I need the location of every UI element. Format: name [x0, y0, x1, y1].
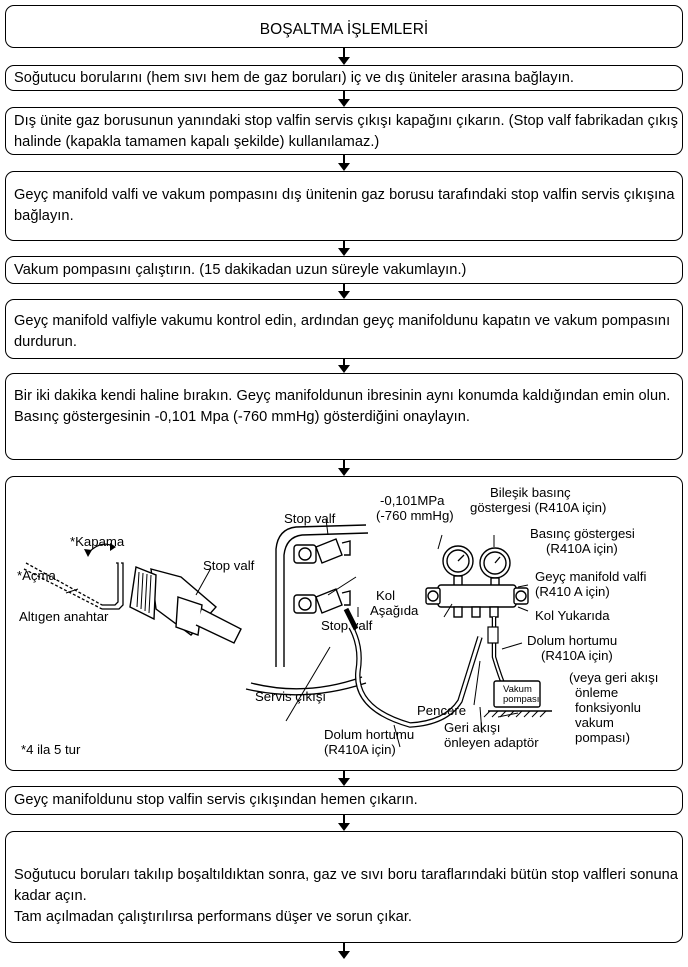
- step-text: Vakum pompasını çalıştırın. (15 dakikada…: [14, 262, 467, 278]
- step-7: Geyç manifoldunu stop valfin servis çıkı…: [5, 786, 683, 815]
- valve-diagram: [23, 518, 552, 748]
- pressure-value-line2: (-760 mmHg): [376, 508, 454, 523]
- vakum-line2: pompası: [503, 694, 540, 705]
- hex-key-icon: [23, 562, 124, 610]
- step-2: Dış ünite gaz borusunun yanındaki stop v…: [5, 107, 683, 155]
- geri-line1: Geri akışı: [444, 720, 501, 735]
- flow-arrow: [338, 48, 350, 65]
- flow-arrow: [338, 815, 350, 831]
- outdoor-unit-icon: [245, 524, 369, 696]
- label-basinc: Basınç göstergesi (R410A için): [530, 526, 635, 556]
- veya-line5: pompası): [575, 730, 630, 745]
- flow-arrow: [338, 155, 350, 171]
- dolum-bottom-line1: Dolum hortumu: [324, 727, 415, 742]
- label-veya: (veya geri akışı önleme fonksiyonlu vaku…: [569, 670, 658, 745]
- label-kol-yukarida: Kol Yukarıda: [535, 608, 610, 623]
- vacuum-pump-icon: [488, 680, 552, 712]
- label-servis-cikisi: Servis çıkışı: [255, 689, 327, 704]
- kol-line2: Aşağıda: [370, 603, 419, 618]
- dolum-right-line1: Dolum hortumu: [527, 633, 618, 648]
- label-kol: Kol Aşağıda: [370, 588, 418, 618]
- step-3: Geyç manifold valfi ve vakum pompasını d…: [5, 171, 683, 241]
- flow-arrow: [338, 460, 350, 476]
- flow-arrow: [338, 943, 350, 959]
- geri-line2: önleyen adaptör: [444, 735, 539, 750]
- veya-line2: önleme: [575, 685, 619, 700]
- step-text: Dış ünite gaz borusunun yanındaki stop v…: [14, 113, 678, 150]
- step-5: Geyç manifold valfiyle vakumu kontrol ed…: [5, 299, 683, 359]
- step-1: Soğutucu borularını (hem sıvı hem de gaz…: [5, 65, 683, 91]
- step-4: Vakum pompasını çalıştırın. (15 dakikada…: [5, 256, 683, 284]
- veya-line1: (veya geri akışı: [569, 670, 659, 685]
- figure-box: *Kapama *Açma Altıgen anahtar Stop valf …: [5, 476, 683, 771]
- flow-arrow: [338, 284, 350, 299]
- label-kapama: *Kapama: [70, 534, 125, 549]
- gauge-manifold-icon: [425, 584, 529, 618]
- vakum-line1: Vakum: [503, 684, 532, 695]
- flow-arrow: [338, 90, 350, 107]
- basinc-line1: Basınç göstergesi: [530, 526, 635, 541]
- label-acma: *Açma: [17, 568, 56, 583]
- manifold-line2: (R410 A için): [535, 584, 610, 599]
- stop-valve-left-icon: [129, 566, 242, 644]
- compound-gauge-icon: [442, 545, 474, 587]
- pressure-value-line1: -0,101MPa: [380, 493, 445, 508]
- manifold-line1: Geyç manifold valfi: [535, 569, 647, 584]
- label-pencere: Pencere: [417, 703, 467, 718]
- label-pressure-value: -0,101MPa (-760 mmHg): [376, 493, 454, 523]
- bilesik-line1: Bileşik basınç: [490, 485, 571, 500]
- step-text: Geyç manifold valfi ve vakum pompasını d…: [14, 187, 675, 224]
- label-vakum-pompasi: Vakum pompası: [503, 685, 539, 705]
- step-8: Soğutucu boruları takılıp boşaltıldıktan…: [5, 831, 683, 943]
- step-text: Soğutucu borularını (hem sıvı hem de gaz…: [14, 70, 575, 86]
- veya-line4: vakum: [575, 715, 614, 730]
- step-text: Geyç manifoldunu stop valfin servis çıkı…: [14, 792, 418, 808]
- label-altigen-anahtar: Altıgen anahtar: [19, 609, 109, 624]
- flow-arrow: [338, 359, 350, 373]
- step-text: Bir iki dakika kendi haline bırakın. Gey…: [14, 388, 671, 425]
- label-stop-valf-bottom: Stop valf: [321, 618, 373, 633]
- label-dolum-right: Dolum hortumu (R410A için): [527, 633, 617, 663]
- label-geri-akisi: Geri akışı önleyen adaptör: [444, 720, 539, 750]
- flow-arrow: [338, 241, 350, 256]
- label-dolum-bottom: Dolum hortumu (R410A için): [324, 727, 414, 757]
- step-6: Bir iki dakika kendi haline bırakın. Gey…: [5, 373, 683, 460]
- label-tur: *4 ila 5 tur: [21, 742, 81, 757]
- dolum-bottom-line2: (R410A için): [324, 742, 396, 757]
- pressure-gauge-icon: [479, 547, 511, 589]
- kol-line1: Kol: [376, 588, 396, 603]
- label-manifold: Geyç manifold valfi (R410 A için): [535, 569, 646, 599]
- step-text: Geyç manifold valfiyle vakumu kontrol ed…: [14, 313, 671, 350]
- label-bilesik: Bileşik basınç göstergesi (R410A için): [470, 485, 606, 515]
- veya-line3: fonksiyonlu: [575, 700, 641, 715]
- page-title: BOŞALTMA İŞLEMLERİ: [259, 21, 429, 38]
- bilesik-line2: göstergesi (R410A için): [470, 500, 607, 515]
- label-stop-valf-left: Stop valf: [203, 558, 255, 573]
- flow-arrow: [338, 771, 350, 786]
- basinc-line2: (R410A için): [546, 541, 618, 556]
- step-text: Soğutucu boruları takılıp boşaltıldıktan…: [14, 867, 679, 925]
- label-stop-valf-top: Stop valf: [284, 511, 336, 526]
- title-box: BOŞALTMA İŞLEMLERİ: [5, 5, 683, 48]
- dolum-right-line2: (R410A için): [541, 648, 613, 663]
